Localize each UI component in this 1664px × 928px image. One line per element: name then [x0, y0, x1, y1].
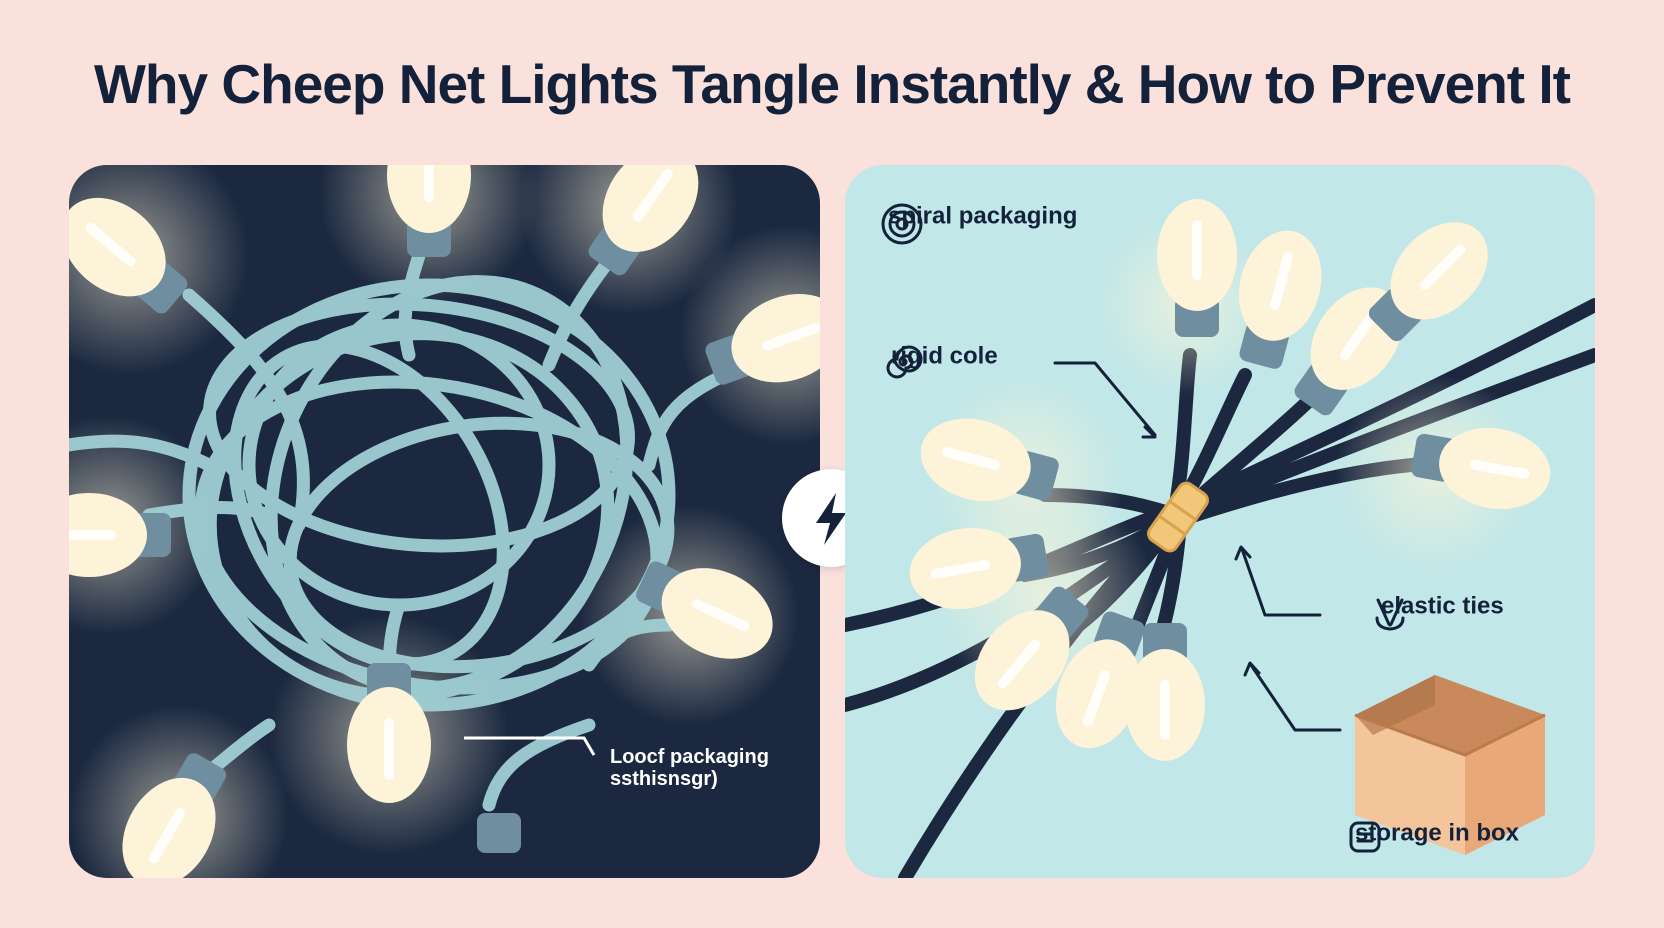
loose-packaging-label-line2: ssthisnsgr) [610, 768, 718, 790]
organized-lights-illustration [845, 199, 1595, 878]
page-title: Why Cheep Net Lights Tangle Instantly & … [94, 53, 1571, 115]
callout-arrows [1053, 361, 1342, 732]
organized-bulbs [909, 199, 1551, 761]
lightning-bolt-icon [816, 493, 846, 545]
tangled-wire [69, 218, 756, 812]
elastic-tie [1147, 481, 1209, 553]
rigid-cole-label: rigid cole [883, 342, 998, 379]
loose-packaging-pointer [464, 736, 596, 756]
organized-lights-panel: spiral packaging rigid cole elastic ties… [845, 165, 1595, 878]
storage-in-box-label: storage in box [1347, 819, 1520, 853]
storage-in-box-text: storage in box [1355, 819, 1520, 847]
tangled-lights-panel: Loocf packaging ssthisnsgr) [69, 165, 820, 878]
elastic-ties-label: elastic ties [1373, 592, 1504, 631]
storage-box-illustration [1354, 675, 1546, 855]
tangled-bulbs [69, 165, 820, 878]
spiral-packaging-label: spiral packaging [880, 202, 1077, 245]
elastic-ties-text: elastic ties [1381, 592, 1504, 620]
tangled-lights-illustration [69, 165, 820, 878]
loose-packaging-label: Loocf packaging ssthisnsgr) [610, 746, 769, 790]
loose-packaging-label-line1: Loocf packaging [610, 746, 769, 768]
